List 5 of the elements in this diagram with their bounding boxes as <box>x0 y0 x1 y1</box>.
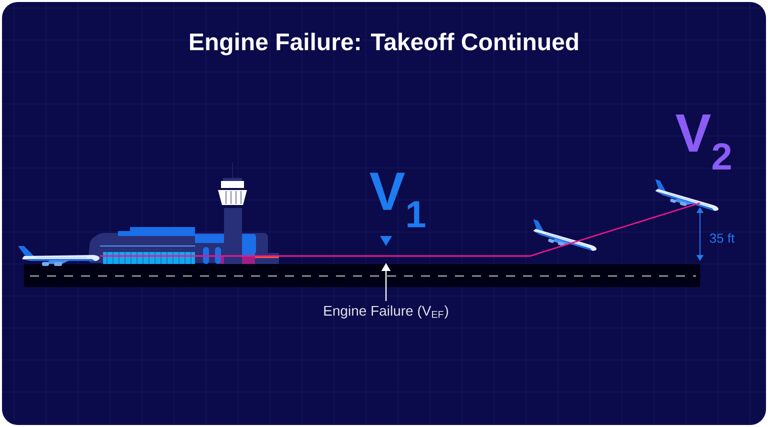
speed-label: V$_{2}$ <box>676 114 731 170</box>
speed-label: V$_{1}$ <box>370 172 426 228</box>
dimension-label: 35 ft <box>710 233 735 243</box>
annotation-text: Engine Failure (V$_{EF}$) <box>324 305 448 319</box>
title: Engine Failure: Takeoff Continued <box>190 32 578 56</box>
